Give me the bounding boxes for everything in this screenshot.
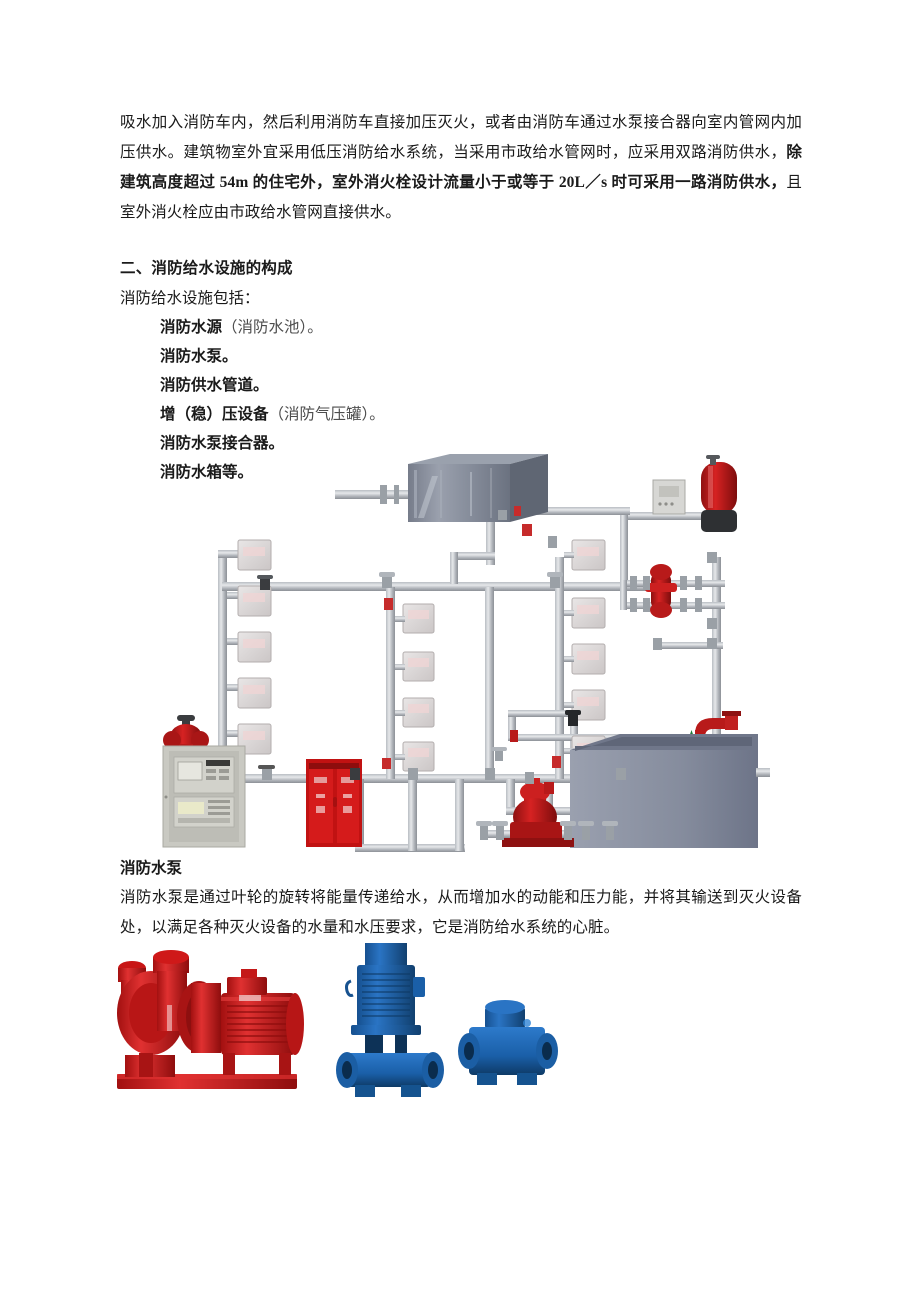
list-item-sub: （消防气压罐）。	[268, 406, 385, 423]
intro-run-normal-2: 且室外消火栓应由市政给水管网直接供水。	[120, 174, 802, 221]
list-item-main: 消防水源	[160, 319, 223, 336]
list-item: 消防供水管道。	[160, 371, 802, 400]
list-item: 消防水泵接合器。	[160, 429, 802, 458]
list-item-main: 消防水箱等。	[160, 464, 254, 481]
document-body: 吸水加入消防车内，然后利用消防车直接加压灭火，或者由消防车通过水泵接合器向室内管…	[120, 108, 802, 487]
pump-heading: 消防水泵	[120, 860, 183, 877]
fire-equipment-cabinet	[306, 759, 362, 847]
main-fire-pump	[502, 778, 574, 847]
list-item-main: 消防水泵。	[160, 348, 238, 365]
list-item-main: 消防水泵接合器。	[160, 435, 285, 452]
intro-paragraph: 吸水加入消防车内，然后利用消防车直接加压灭火，或者由消防车通过水泵接合器向室内管…	[120, 108, 802, 228]
list-item: 消防水泵。	[160, 342, 802, 371]
section-lead: 消防给水设施包括：	[120, 290, 260, 307]
facility-list: 消防水源（消防水池）。 消防水泵。 消防供水管道。 增（稳）压设备（消防气压罐）…	[120, 313, 802, 487]
fire-pump-photographs	[103, 935, 583, 1100]
list-item: 消防水源（消防水池）。	[160, 313, 802, 342]
list-item-main: 消防供水管道。	[160, 377, 269, 394]
intro-run-normal-1: 吸水加入消防车内，然后利用消防车直接加压灭火，或者由消防车通过水泵接合器向室内管…	[120, 114, 802, 161]
wall-control-box	[652, 479, 686, 515]
list-item: 增（稳）压设备（消防气压罐）。	[160, 400, 802, 429]
fire-control-panel	[162, 745, 246, 848]
fire-water-supply-system-schematic	[150, 452, 770, 852]
siamese-connector-right	[645, 564, 677, 618]
chiller-unit	[408, 454, 548, 522]
list-item: 消防水箱等。	[160, 458, 802, 487]
list-item-sub: （消防水池）。	[222, 319, 323, 336]
section-heading: 二、消防给水设施的构成	[120, 260, 293, 277]
horizontal-fire-pump	[117, 950, 304, 1089]
valve-fittings	[257, 506, 717, 840]
water-tank	[570, 734, 770, 848]
pump-text-block: 消防水泵 消防水泵是通过叶轮的旋转将能量传递给水，从而增加水的动能和压力能，并将…	[120, 855, 802, 943]
pressure-tank	[701, 455, 737, 532]
list-item-main: 增（稳）压设备	[160, 406, 269, 423]
intro-run-bold: 除建筑高度超过 54m 的住宅外，室外消火栓设计流量小于或等于 20L／s 时可…	[120, 144, 802, 191]
vertical-inline-pump	[336, 943, 444, 1097]
pump-paragraph: 消防水泵是通过叶轮的旋转将能量传递给水，从而增加水的动能和压力能，并将其输送到灭…	[120, 889, 802, 936]
pump-casing	[458, 1000, 558, 1085]
